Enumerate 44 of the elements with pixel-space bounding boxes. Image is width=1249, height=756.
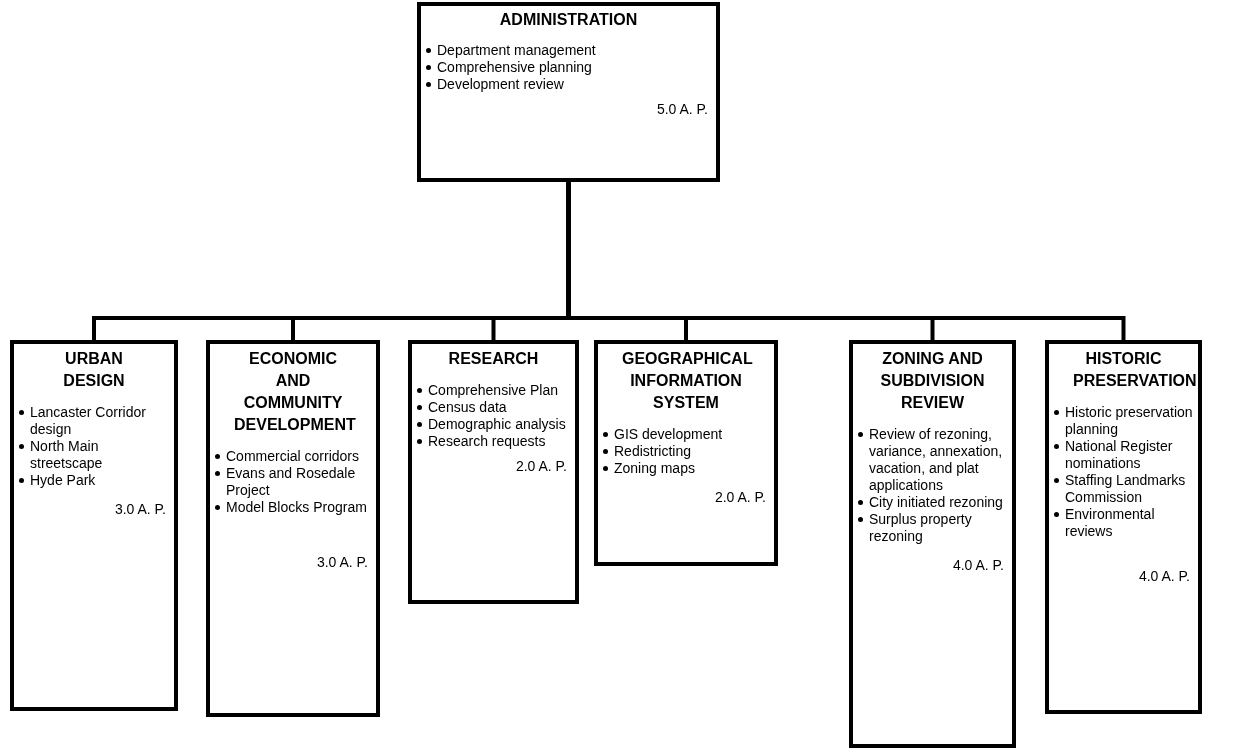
unit-heading: HISTORIC PRESERVATION	[1072, 349, 1194, 391]
bullet-item: Lancaster Corridor design	[18, 404, 170, 438]
bullet-item: Commercial corridors	[214, 448, 372, 465]
org-unit-box	[594, 340, 778, 566]
bullet-item: Research requests	[416, 433, 571, 450]
staff-count: 4.0 A. P.	[1138, 568, 1191, 585]
bullet-item: North Main streetscape	[18, 438, 170, 472]
staff-count: 4.0 A. P.	[952, 557, 1005, 574]
org-unit-box	[417, 2, 720, 182]
staff-count: 2.0 A. P.	[515, 458, 568, 475]
staff-count: 5.0 A. P.	[656, 101, 709, 118]
bullet-item: Evans and Rosedale Project	[214, 465, 372, 499]
bullet-item: Comprehensive planning	[425, 59, 712, 76]
staff-count: 2.0 A. P.	[714, 489, 767, 506]
org-unit-box	[1045, 340, 1202, 714]
unit-heading: GEOGRAPHICAL INFORMATION SYSTEM	[621, 349, 754, 413]
org-unit-box	[10, 340, 178, 711]
bullet-item: National Register nominations	[1053, 438, 1194, 472]
bullet-item: Redistricting	[602, 443, 770, 460]
org-unit-box	[206, 340, 380, 717]
unit-heading: ADMINISTRATION	[498, 10, 639, 30]
bullet-item: City initiated rezoning	[857, 494, 1008, 511]
bullet-item: Surplus property rezoning	[857, 511, 1008, 545]
bullet-item: Census data	[416, 399, 571, 416]
unit-heading: ZONING AND SUBDIVISION REVIEW	[879, 349, 986, 413]
staff-count: 3.0 A. P.	[114, 501, 167, 518]
bullet-item: Demographic analysis	[416, 416, 571, 433]
bullet-item: Hyde Park	[18, 472, 170, 489]
bullet-item: Environmental reviews	[1053, 506, 1194, 540]
bullet-item: Development review	[425, 76, 712, 93]
bullet-item: Department management	[425, 42, 712, 59]
staff-count: 3.0 A. P.	[316, 554, 369, 571]
org-unit-box	[408, 340, 579, 604]
bullet-item: Model Blocks Program	[214, 499, 372, 516]
bullet-item: Comprehensive Plan	[416, 382, 571, 399]
unit-heading: RESEARCH	[447, 349, 540, 369]
unit-heading: ECONOMIC AND COMMUNITY DEVELOPMENT	[233, 349, 357, 435]
unit-heading: URBAN DESIGN	[62, 349, 126, 391]
org-unit-box	[849, 340, 1016, 748]
bullet-item: Zoning maps	[602, 460, 770, 477]
bullet-item: Staffing Landmarks Commission	[1053, 472, 1194, 506]
bullet-item: Review of rezoning, variance, annexation, vacation, and plat applications	[857, 426, 1008, 494]
bullet-item: Historic preservation planning	[1053, 404, 1194, 438]
bullet-item: GIS development	[602, 426, 770, 443]
